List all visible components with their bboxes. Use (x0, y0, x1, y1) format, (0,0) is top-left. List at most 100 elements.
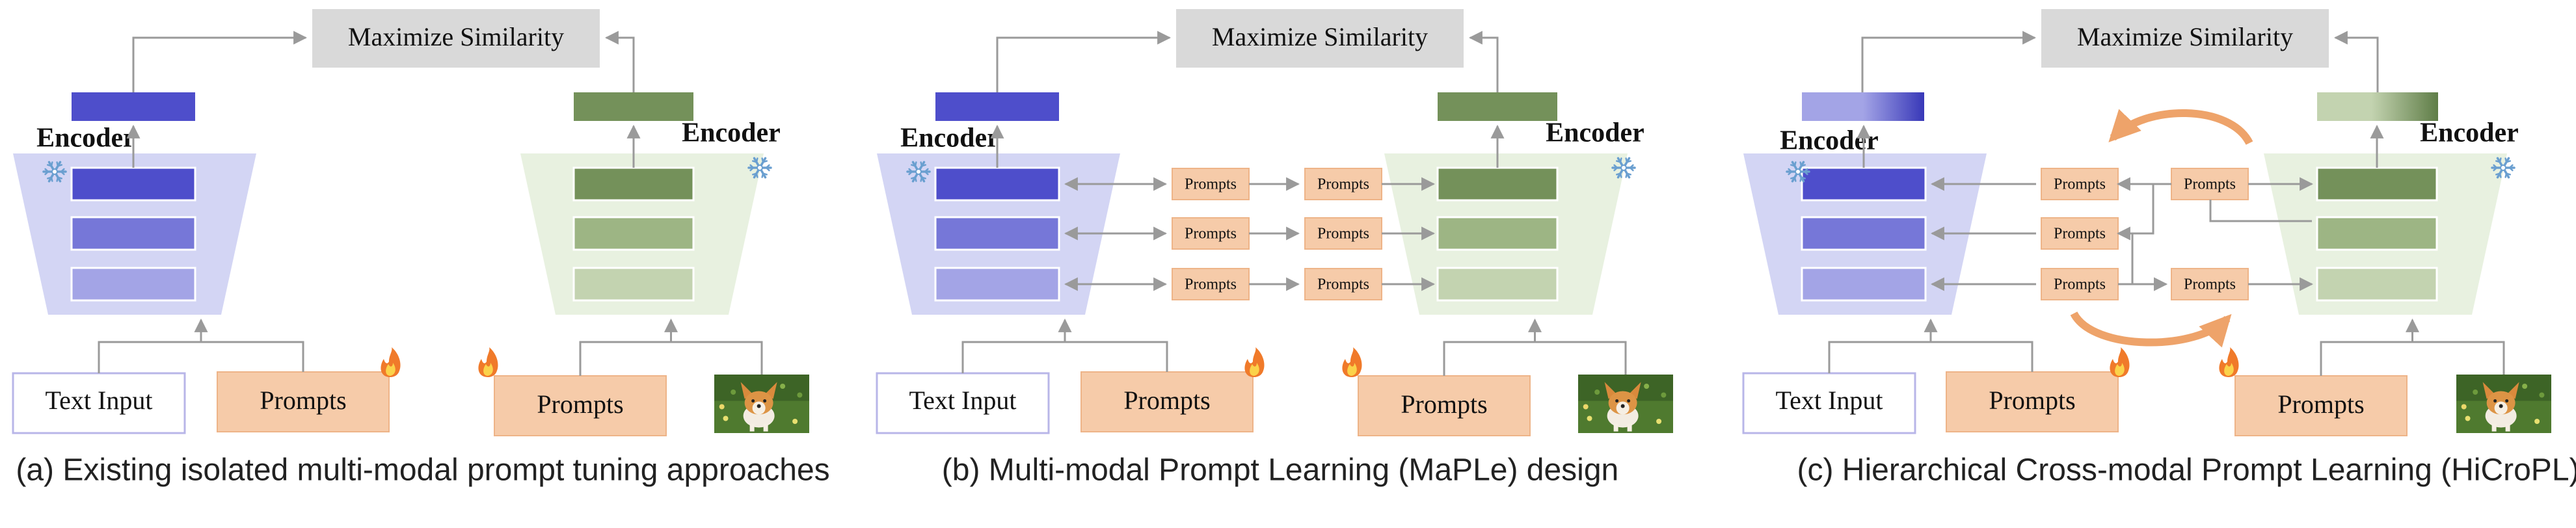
prompts-label: Prompts (2277, 389, 2364, 419)
panel-caption: (a) Existing isolated multi-modal prompt… (16, 453, 829, 488)
text-prompt-token[interactable]: Prompts (2041, 168, 2119, 200)
text-to-image-flow-arrow (2070, 311, 2232, 348)
image-encoder-layer-2 (1436, 216, 1559, 251)
prompts-box[interactable]: Prompts (2234, 375, 2408, 436)
text-input-label: Text Input (1776, 386, 1883, 415)
text-feature-arrow (1861, 31, 2037, 92)
text-encoder-layer-1 (70, 166, 196, 202)
text-encoder-layer-1 (934, 166, 1060, 202)
text-encoder-layer-3 (934, 267, 1060, 302)
corgi-image (714, 375, 809, 433)
snowflake-icon (1611, 157, 1636, 179)
text-prompt-token[interactable]: Prompts (1172, 268, 1250, 300)
image-input-bracket (1443, 341, 1627, 376)
coupling-row-2: Prompts Prompts (1064, 217, 1436, 250)
prompts-label: Prompts (1401, 389, 1487, 419)
image-prompt-to-layer2 (2209, 200, 2312, 222)
prompts-box[interactable]: Prompts (217, 371, 390, 432)
coupling-row-3: Prompts Prompts (1064, 268, 1436, 300)
text-encoder-label: Encoder (36, 124, 135, 153)
prompt-token-label: Prompts (2184, 276, 2236, 293)
image-prompt-token[interactable]: Prompts (1304, 217, 1382, 250)
image-output-feature (2317, 92, 2438, 121)
image-to-text-flow-arrow (2108, 109, 2253, 146)
prompt-token-label: Prompts (1185, 226, 1237, 243)
text-prompt-token[interactable]: Prompts (1172, 217, 1250, 250)
flame-icon (2110, 347, 2130, 377)
flame-icon (1342, 347, 1362, 377)
image-prompt-token[interactable]: Prompts (2171, 268, 2249, 300)
prompt-token-label: Prompts (2054, 226, 2106, 243)
image-feature-arrow (2333, 31, 2379, 92)
snowflake-icon (1786, 161, 1810, 183)
image-encoder-layer-2 (572, 216, 695, 251)
prompts-label: Prompts (1123, 386, 1210, 415)
text-prompt-token[interactable]: Prompts (1172, 168, 1250, 200)
prompts-box[interactable]: Prompts (1946, 371, 2119, 432)
text-encoder-layer-2 (70, 216, 196, 251)
hierarchical-row-1: Prompts (1930, 168, 2119, 200)
text-prompt-token[interactable]: Prompts (2041, 268, 2119, 300)
text-feature-arrow (996, 31, 1172, 92)
image-encoder-label: Encoder (2420, 118, 2519, 148)
image-prompt-token[interactable]: Prompts (2171, 168, 2249, 200)
text-input-box[interactable]: Text Input (1742, 372, 1916, 434)
prompts-box[interactable]: Prompts (1358, 375, 1531, 436)
maximize-similarity-box: Maximize Similarity (1176, 9, 1464, 68)
prompts-box[interactable]: Prompts (1080, 371, 1254, 432)
prompts-box[interactable]: Prompts (494, 375, 667, 436)
text-input-label: Text Input (46, 386, 153, 415)
maximize-similarity-box: Maximize Similarity (312, 9, 600, 68)
text-encoder-layer-2 (934, 216, 1060, 251)
prompt-token-label: Prompts (2184, 176, 2236, 193)
image-encoder-layer-3 (2316, 267, 2438, 302)
image-encoder-layer-2 (2316, 216, 2438, 251)
prompt-token-label: Prompts (2054, 276, 2106, 293)
image-encoder-layer-1 (2316, 166, 2438, 202)
maximize-similarity-label: Maximize Similarity (348, 22, 564, 51)
flame-icon (2219, 347, 2239, 377)
text-to-image-prompt-link (2131, 233, 2168, 291)
flame-icon (478, 347, 498, 377)
image-prompt-token[interactable]: Prompts (1304, 168, 1382, 200)
image-prompt-row-2: Prompts (2171, 268, 2314, 300)
image-encoder-layer-3 (1436, 267, 1559, 302)
corgi-image (1578, 375, 1673, 433)
prompt-token-label: Prompts (1185, 276, 1237, 293)
image-output-feature (574, 92, 693, 121)
text-input-bracket (1828, 341, 2033, 373)
image-output-feature (1438, 92, 1557, 121)
text-encoder-layer-3 (70, 267, 196, 302)
image-input-bracket (579, 341, 763, 376)
prompts-label: Prompts (260, 386, 346, 415)
image-encoder-label: Encoder (1546, 118, 1644, 148)
image-feature-arrow (1468, 31, 1499, 92)
text-encoder-layer-3 (1801, 267, 1927, 302)
text-prompt-token[interactable]: Prompts (2041, 217, 2119, 250)
text-output-feature (72, 92, 195, 121)
snowflake-icon (2491, 157, 2516, 179)
hierarchical-row-3: Prompts (1930, 268, 2119, 300)
maximize-similarity-label: Maximize Similarity (2077, 22, 2293, 51)
text-output-feature (935, 92, 1059, 121)
image-input-bracket (2320, 341, 2505, 376)
prompt-token-label: Prompts (2054, 176, 2106, 193)
text-input-box[interactable]: Text Input (12, 372, 186, 434)
image-to-text-prompt-link-2 (2116, 184, 2154, 241)
image-prompt-token[interactable]: Prompts (1304, 268, 1382, 300)
flame-icon (1244, 347, 1265, 377)
coupling-row-1: Prompts Prompts (1064, 168, 1436, 200)
text-input-bracket (98, 341, 304, 373)
snowflake-icon (42, 161, 67, 183)
image-encoder-layer-1 (1436, 166, 1559, 202)
text-input-box[interactable]: Text Input (876, 372, 1050, 434)
maximize-similarity-label: Maximize Similarity (1212, 22, 1428, 51)
text-encoder-layer-1 (1801, 166, 1927, 202)
prompt-token-label: Prompts (1317, 276, 1369, 293)
maximize-similarity-box: Maximize Similarity (2041, 9, 2329, 68)
snowflake-icon (747, 157, 772, 179)
corgi-image (2456, 375, 2551, 433)
